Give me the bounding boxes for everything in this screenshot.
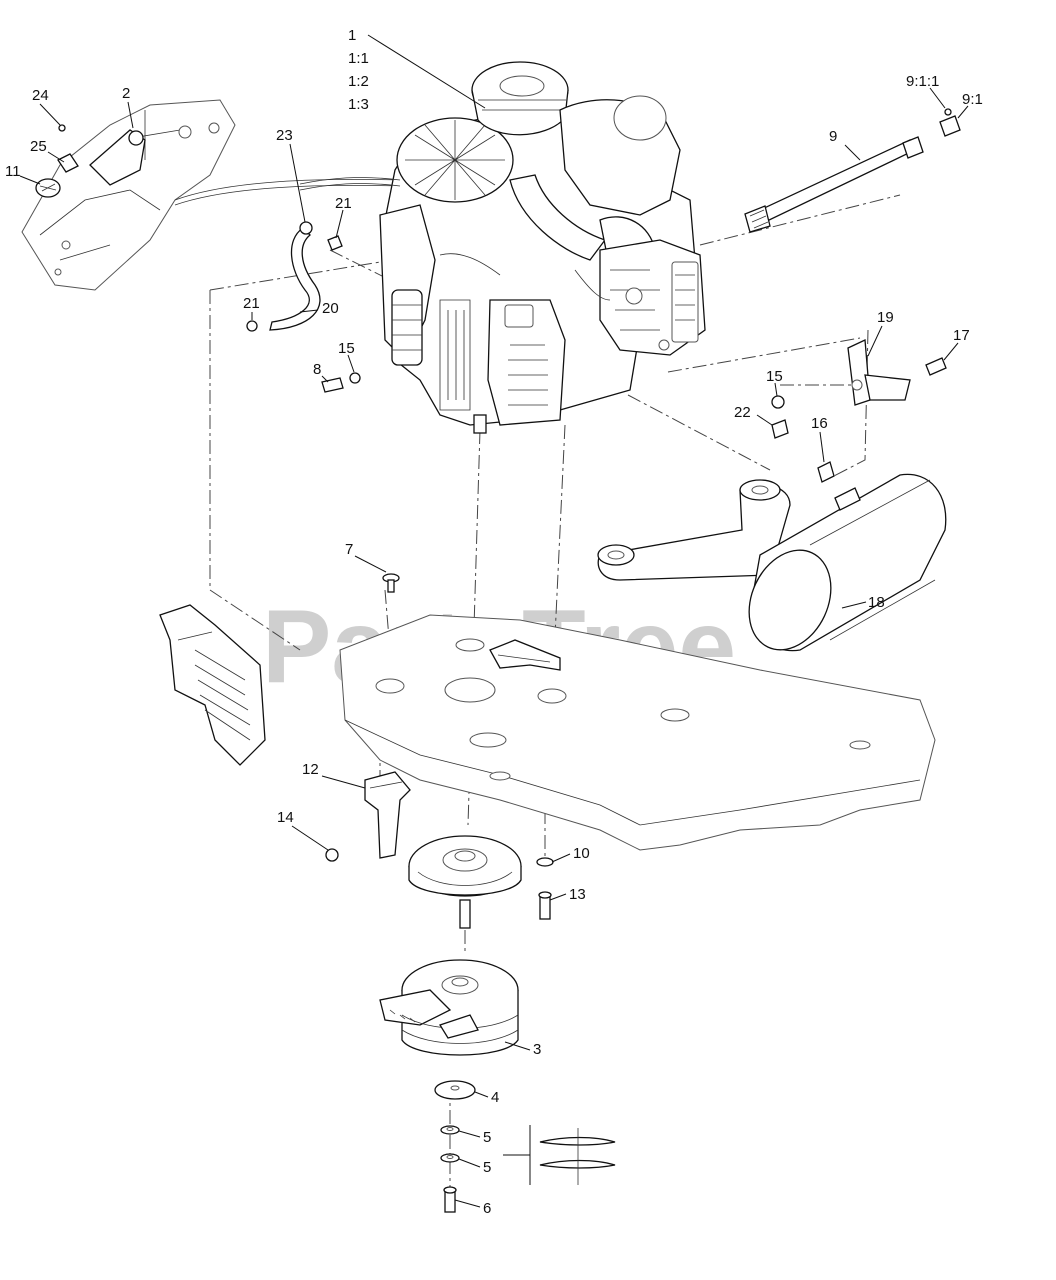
callout-14: 14 — [277, 809, 294, 826]
fuel-bracket-assembly — [21, 99, 401, 291]
callout-13: 13 — [569, 886, 586, 903]
callout-3: 3 — [533, 1041, 541, 1058]
hardware-stack — [434, 1080, 476, 1213]
leader-lines — [19, 34, 969, 1208]
mounting-plate — [339, 614, 936, 851]
callout-8: 8 — [313, 361, 321, 378]
callout-25: 25 — [30, 138, 47, 155]
callout-9-1-1: 9:1:1 — [906, 73, 939, 90]
pin — [382, 573, 400, 593]
clutch-bracket — [325, 771, 411, 862]
callout-6: 6 — [483, 1200, 491, 1217]
washer-detail-inset — [503, 1125, 616, 1185]
callout-16: 16 — [811, 415, 828, 432]
callout-1-1: 1:1 — [348, 50, 369, 67]
callout-10: 10 — [573, 845, 590, 862]
callout-9-1: 9:1 — [962, 91, 983, 108]
fuel-hose-assembly — [246, 221, 343, 332]
callout-5-bottom: 5 — [483, 1159, 491, 1176]
engine-assembly — [299, 61, 706, 434]
callout-7: 7 — [345, 541, 353, 558]
fasteners-left — [321, 372, 361, 393]
callout-21-top: 21 — [335, 195, 352, 212]
oil-drain-extension — [744, 108, 961, 233]
callout-21-bottom: 21 — [243, 295, 260, 312]
callout-4: 4 — [491, 1089, 499, 1106]
callout-11: 11 — [5, 163, 21, 180]
callout-1: 1 — [348, 27, 356, 44]
pto-clutch — [379, 959, 519, 1056]
callout-15-left: 15 — [338, 340, 355, 357]
callout-5-top: 5 — [483, 1129, 491, 1146]
callout-12: 12 — [302, 761, 319, 778]
callout-19: 19 — [877, 309, 894, 326]
callout-1-3: 1:3 — [348, 96, 369, 113]
muffler — [597, 473, 947, 652]
callout-20: 20 — [322, 300, 339, 317]
callout-24: 24 — [32, 87, 49, 104]
callout-17: 17 — [953, 327, 970, 344]
callout-22: 22 — [734, 404, 751, 421]
fasteners-right — [536, 857, 554, 920]
muffler-bracket-assembly — [771, 339, 947, 483]
callout-labels: 1 1:1 1:2 1:3 2 24 25 11 23 21 21 20 15 … — [5, 27, 983, 1217]
heat-shield — [159, 604, 266, 766]
callout-9: 9 — [829, 128, 837, 145]
callout-1-2: 1:2 — [348, 73, 369, 90]
callout-18: 18 — [868, 594, 885, 611]
pulley — [408, 835, 522, 929]
callout-2: 2 — [122, 85, 130, 102]
callout-15-right: 15 — [766, 368, 783, 385]
callout-23: 23 — [276, 127, 293, 144]
